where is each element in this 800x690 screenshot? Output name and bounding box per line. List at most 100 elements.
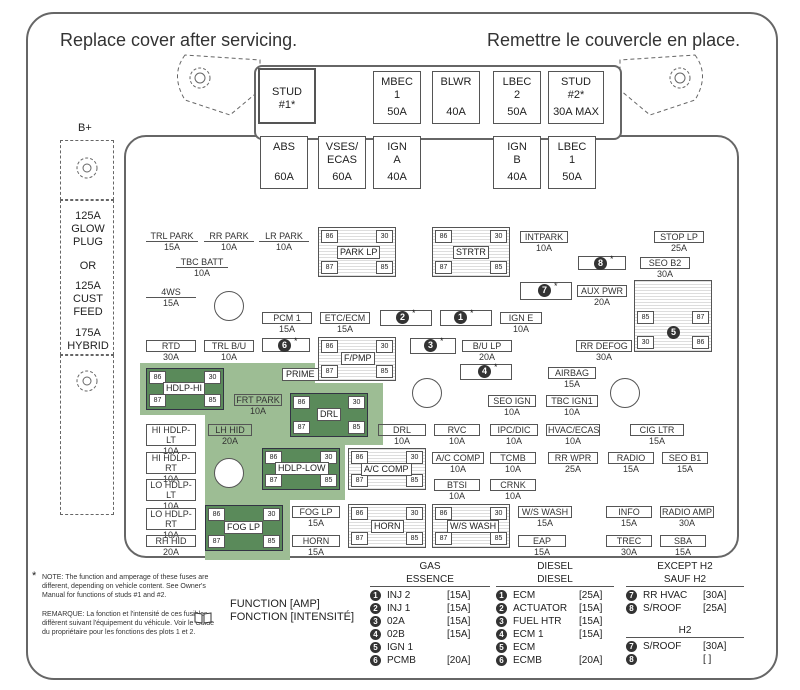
- side-label-or: OR: [79, 260, 97, 272]
- stud-1: STUD#1*: [258, 68, 316, 124]
- note-english: NOTE: The function and amperage of these…: [42, 574, 209, 599]
- marker-2-star: *: [412, 308, 416, 318]
- bplus-label: B+: [78, 122, 92, 134]
- mount-hole: [214, 458, 244, 488]
- bplus-terminal: [60, 140, 114, 200]
- marker-3: 3: [424, 339, 437, 352]
- relay-horn: 86 30 87 85 HORN: [348, 504, 426, 548]
- instruction-english: Replace cover after servicing.: [60, 30, 298, 50]
- marker-7: 7: [538, 284, 551, 297]
- relay-5: 85 87 30 86: [634, 280, 712, 352]
- mount-hole: [610, 378, 640, 408]
- marker-6: 6: [278, 339, 291, 352]
- relay-hdlp-low: 86 30 87 85 HDLP-LOW: [262, 448, 340, 490]
- relay-strtr: 86 30 87 85 STRTR: [432, 227, 510, 277]
- note-star: *: [32, 570, 37, 582]
- marker-2: 2: [396, 311, 409, 324]
- h2-row: 8[ ]: [626, 653, 744, 666]
- side-lower-terminal: [60, 355, 114, 515]
- marker-5: 5: [667, 326, 680, 339]
- relay-hdlp-hi: 86 30 87 85 HDLP-HI: [146, 368, 224, 410]
- right-mount-ear: [619, 54, 703, 116]
- relay-f-pmp: 86 30 87 85 F/PMP: [318, 337, 396, 381]
- manual-book-icon: [194, 612, 212, 624]
- relay-drl: 86 30 87 85 DRL: [290, 393, 368, 437]
- mount-hole: [412, 378, 442, 408]
- left-mount-ear: [177, 54, 261, 116]
- marker-8: 8: [594, 257, 607, 270]
- marker-7-star: *: [554, 281, 558, 291]
- prime-label: PRIME: [282, 368, 319, 381]
- function-label: FUNCTION [AMP]FONCTION [INTENSITÉ]: [230, 598, 355, 623]
- relay-park-lp: 86 30 87 85 PARK LP: [318, 227, 396, 277]
- marker-1: 1: [454, 311, 467, 324]
- relay-ac-comp: 86 30 87 85 A/C COMP: [348, 448, 426, 490]
- relay-fog-lp: 86 30 87 85 FOG LP: [205, 505, 283, 551]
- mount-hole: [214, 291, 244, 321]
- relay-ws-wash: 86 30 87 85 W/S WASH: [432, 504, 510, 548]
- bplus-stud-icon: [76, 157, 98, 179]
- lower-stud-icon: [76, 370, 98, 392]
- stud-2: STUD#2*30A MAX: [548, 71, 604, 124]
- instruction-french: Remettre le couvercle en place.: [487, 30, 741, 50]
- marker-3-star: *: [440, 336, 444, 346]
